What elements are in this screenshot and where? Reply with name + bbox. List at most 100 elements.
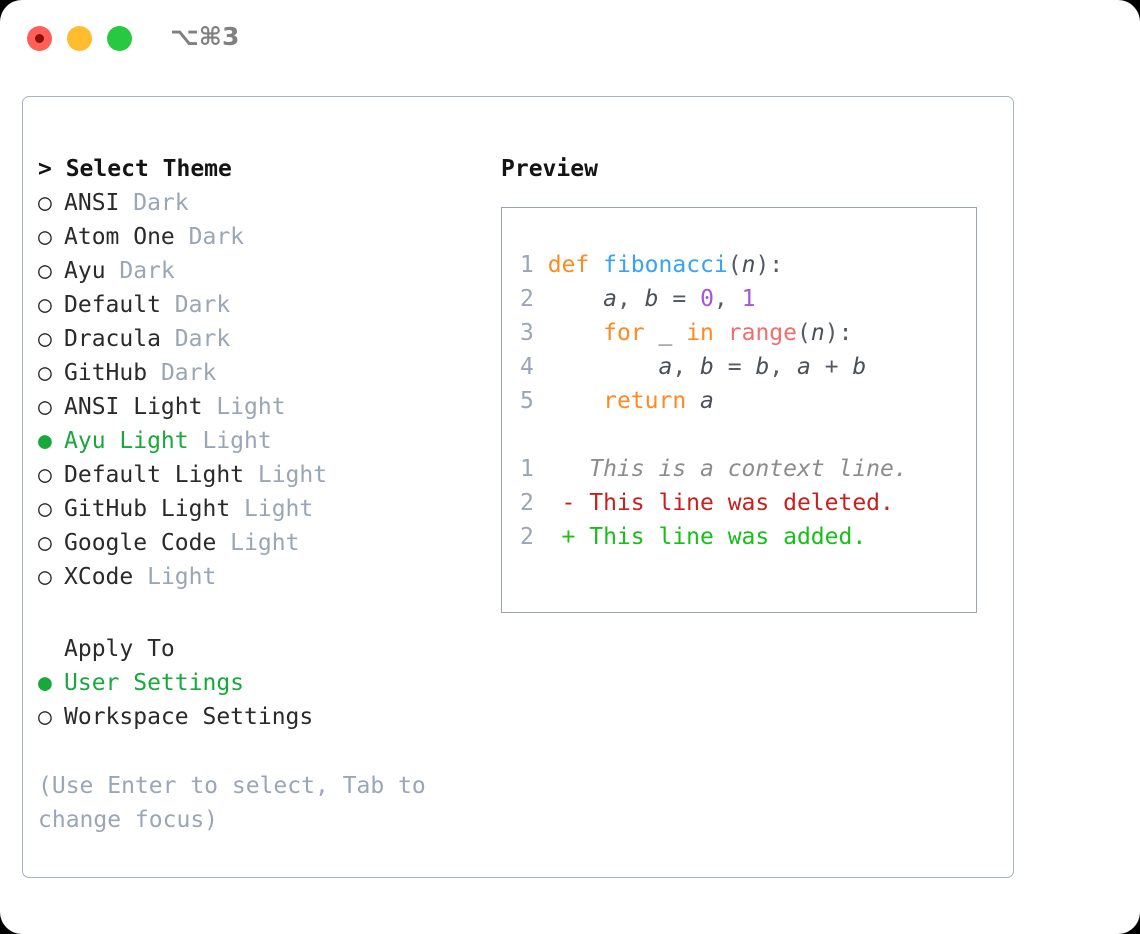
theme-list-item[interactable]: ○ Default Light Light [38, 458, 468, 492]
theme-list-item[interactable]: ○ Google Code Light [38, 526, 468, 560]
theme-mode-badge: Dark [160, 326, 231, 352]
code-token: a [658, 354, 673, 380]
theme-mode-badge: Light [230, 496, 314, 522]
radio-unselected-icon: ○ [38, 224, 66, 250]
apply-to-header: Apply To [38, 632, 468, 666]
theme-mode-badge: Light [133, 564, 217, 590]
theme-mode-badge: Dark [147, 360, 217, 386]
code-token: b [852, 354, 867, 380]
code-token: in [686, 320, 714, 346]
theme-list-item[interactable]: ● Ayu Light Light [38, 424, 468, 458]
close-icon[interactable] [27, 26, 52, 51]
code-token: return [603, 388, 687, 414]
theme-list-item[interactable]: ○ ANSI Light Light [38, 390, 468, 424]
radio-unselected-icon: ○ [38, 394, 66, 420]
theme-name: GitHub [64, 360, 148, 386]
theme-list-item[interactable]: ○ Ayu Dark [38, 254, 468, 288]
theme-name: Google Code [64, 530, 217, 556]
radio-unselected-icon: ○ [38, 360, 66, 386]
radio-unselected-icon: ○ [38, 190, 66, 216]
code-line: 4 a, b = b, a + b [520, 350, 976, 384]
code-token: range [727, 320, 797, 346]
code-token: 0 [700, 286, 714, 312]
code-token: ( [797, 320, 811, 346]
code-token: , [713, 286, 742, 312]
code-token: b [644, 286, 659, 312]
diff-line: 2 - This line was deleted. [520, 486, 976, 520]
theme-name: ANSI Light [64, 394, 203, 420]
line-number: 4 [520, 354, 548, 380]
theme-list-item[interactable]: ○ ANSI Dark [38, 186, 468, 220]
theme-list-item[interactable]: ○ Default Dark [38, 288, 468, 322]
keyboard-shortcut-label: ⌥⌘3 [170, 22, 240, 51]
theme-name: Default [64, 292, 161, 318]
theme-mode-badge: Light [188, 428, 272, 454]
theme-picker-header: > Select Theme [38, 152, 468, 186]
theme-mode-badge: Dark [105, 258, 175, 284]
theme-name: Default Light [64, 462, 245, 488]
preview-column: Preview 1 def fibonacci(n):2 a, b = 0, 1… [501, 152, 991, 613]
code-line: 2 a, b = 0, 1 [520, 282, 976, 316]
theme-mode-badge: Light [244, 462, 328, 488]
code-token [548, 354, 659, 380]
theme-mode-badge: Dark [174, 224, 245, 250]
code-token: def [547, 252, 590, 278]
code-token: + [810, 354, 853, 380]
apply-to-label: User Settings [64, 670, 245, 696]
apply-to-list: ● User Settings○ Workspace Settings [38, 666, 468, 734]
apply-to-item[interactable]: ● User Settings [38, 666, 468, 700]
code-token: , [616, 286, 645, 312]
code-token: n [741, 252, 756, 278]
code-token [548, 286, 603, 312]
theme-list-item[interactable]: ○ GitHub Light Light [38, 492, 468, 526]
theme-mode-badge: Light [216, 530, 300, 556]
code-token [714, 320, 728, 346]
line-number: 1 [520, 456, 562, 482]
line-number: 2 [520, 524, 562, 550]
radio-unselected-icon: ○ [38, 258, 66, 284]
title-bar: ⌥⌘3 [0, 0, 1140, 78]
theme-mode-badge: Light [202, 394, 286, 420]
code-token: ( [727, 252, 742, 278]
apply-to-label: Workspace Settings [64, 704, 314, 730]
focus-caret: > [38, 156, 66, 182]
code-token: , [769, 354, 798, 380]
keybinding-hint: (Use Enter to select, Tab to change focu… [38, 773, 440, 833]
line-number: 2 [520, 490, 562, 516]
line-number: 1 [520, 252, 548, 278]
code-token: 1 [741, 286, 756, 312]
apply-to-item[interactable]: ○ Workspace Settings [38, 700, 468, 734]
code-line: 1 def fibonacci(n): [520, 248, 976, 282]
line-number: 2 [520, 286, 548, 312]
theme-list-item[interactable]: ○ GitHub Dark [38, 356, 468, 390]
code-token: a [700, 388, 714, 414]
radio-unselected-icon: ○ [38, 326, 66, 352]
code-line: 3 for _ in range(n): [520, 316, 976, 350]
theme-list-item[interactable]: ○ Dracula Dark [38, 322, 468, 356]
diff-line: 2 + This line was added. [520, 520, 976, 554]
theme-picker-column: > Select Theme ○ ANSI Dark○ Atom One Dar… [38, 152, 468, 837]
radio-unselected-icon: ○ [38, 704, 66, 730]
theme-name: XCode [64, 564, 134, 590]
theme-name: Ayu [64, 258, 106, 284]
radio-unselected-icon: ○ [38, 292, 66, 318]
radio-unselected-icon: ○ [38, 564, 66, 590]
theme-list: ○ ANSI Dark○ Atom One Dark○ Ayu Dark○ De… [38, 186, 468, 594]
radio-selected-icon: ● [38, 428, 66, 454]
code-token: _ [644, 320, 687, 346]
theme-mode-badge: Dark [119, 190, 189, 216]
theme-picker-title: Select Theme [65, 156, 232, 182]
code-token: fibonacci [603, 252, 728, 278]
theme-list-item[interactable]: ○ Atom One Dark [38, 220, 468, 254]
code-token: for [603, 320, 645, 346]
apply-to-title: Apply To [64, 636, 175, 662]
minimize-icon[interactable] [67, 26, 92, 51]
theme-name: Atom One [64, 224, 175, 250]
theme-list-item[interactable]: ○ XCode Light [38, 560, 468, 594]
code-token: a [603, 286, 617, 312]
code-token [686, 388, 700, 414]
code-token: , [672, 354, 701, 380]
maximize-icon[interactable] [107, 26, 132, 51]
